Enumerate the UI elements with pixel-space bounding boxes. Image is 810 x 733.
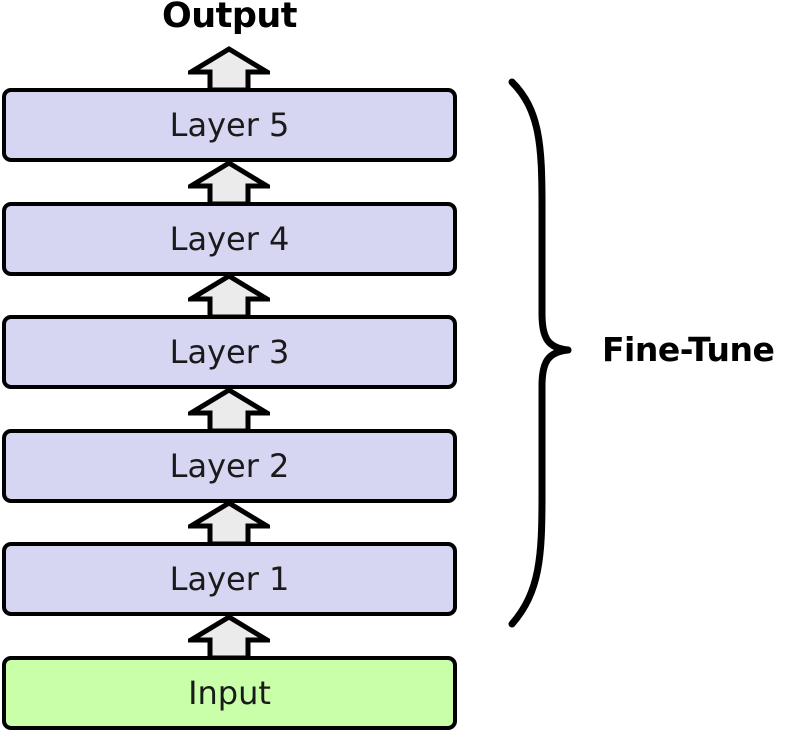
layer-box-layer-4[interactable]: Layer 4 (2, 202, 457, 276)
arrow-layer4-to-layer5 (188, 160, 270, 206)
layer-box-label: Layer 3 (169, 333, 290, 371)
layer-box-label: Layer 4 (169, 220, 290, 258)
layer-box-layer-3[interactable]: Layer 3 (2, 315, 457, 389)
layer-box-label: Layer 1 (169, 560, 290, 598)
layer-box-label: Layer 2 (169, 447, 290, 485)
arrow-layer3-to-layer4 (188, 273, 270, 319)
layer-box-layer-1[interactable]: Layer 1 (2, 542, 457, 616)
arrow-layer1-to-layer2 (188, 500, 270, 546)
output-label: Output (161, 0, 298, 36)
arrow-input-to-layer1 (188, 614, 270, 660)
right-curly-brace-icon (500, 76, 586, 632)
arrow-layer2-to-layer3 (188, 387, 270, 433)
layer-box-label: Input (188, 674, 271, 712)
layer-box-layer-5[interactable]: Layer 5 (2, 88, 457, 162)
layer-box-input[interactable]: Input (2, 656, 457, 730)
layer-box-label: Layer 5 (169, 106, 290, 144)
arrow-to-output (188, 46, 270, 92)
fine-tune-label: Fine-Tune (602, 330, 775, 369)
layer-box-layer-2[interactable]: Layer 2 (2, 429, 457, 503)
